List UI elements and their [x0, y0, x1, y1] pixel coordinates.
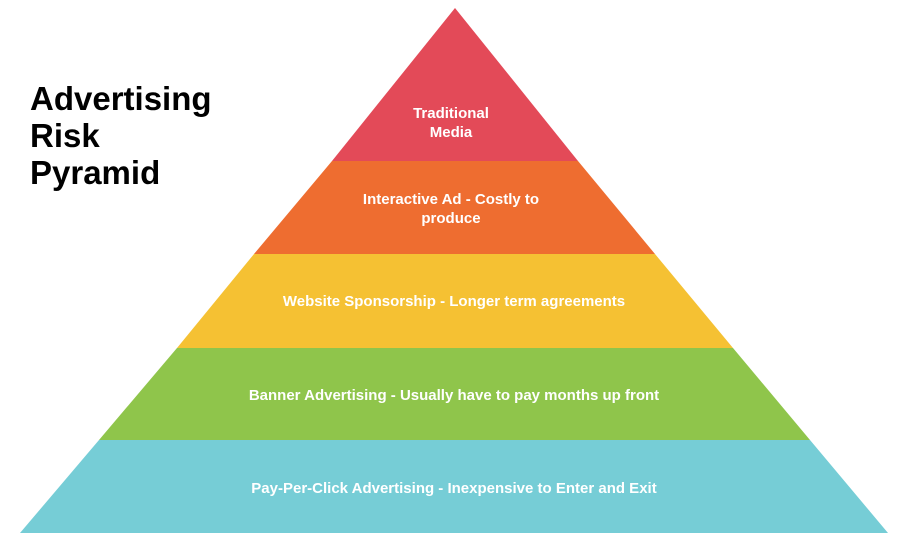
label-line: Website Sponsorship - Longer term agreem…	[282, 293, 626, 310]
label-line: Pay-Per-Click Advertising - Inexpensive …	[251, 480, 657, 497]
tier-pay-per-click	[20, 440, 888, 533]
tier-banner-advertising	[99, 348, 810, 440]
tier-traditional-media	[332, 8, 578, 161]
label-line: Interactive Ad - Costly to	[362, 191, 540, 208]
title-line: Pyramid	[30, 154, 161, 191]
tier-label-website-sponsorship: Website Sponsorship - Longer term agreem…	[283, 292, 625, 311]
tier-label-interactive-ad: Interactive Ad - Costly to produce	[363, 190, 539, 228]
label-line: Banner Advertising - Usually have to pay…	[248, 387, 660, 404]
tier-label-pay-per-click: Pay-Per-Click Advertising - Inexpensive …	[251, 479, 656, 498]
title-line: Advertising	[30, 80, 212, 117]
title-line: Risk	[30, 117, 100, 154]
label-line: produce	[421, 210, 481, 227]
label-line: Media	[429, 124, 473, 141]
tier-website-sponsorship	[177, 254, 733, 348]
tier-label-traditional-media: Traditional Media	[413, 104, 489, 142]
tier-label-banner-advertising: Banner Advertising - Usually have to pay…	[249, 386, 659, 405]
tier-interactive-ad	[254, 161, 655, 254]
diagram-title: Advertising Risk Pyramid	[30, 80, 212, 191]
label-line: Traditional	[413, 105, 489, 122]
